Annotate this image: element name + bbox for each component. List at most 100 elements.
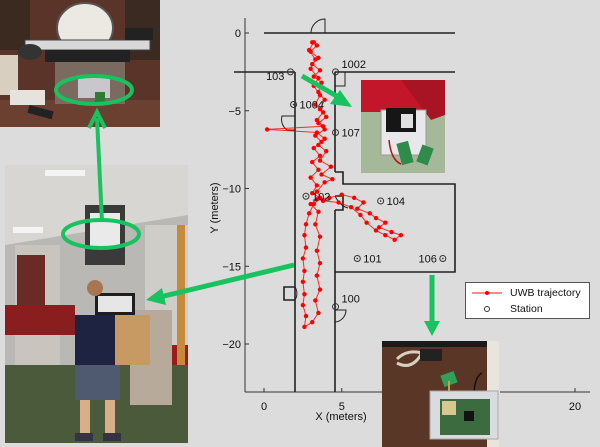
trajectory-point [314, 183, 320, 188]
trajectory-point [302, 232, 307, 238]
station-label-104: 104 [387, 196, 405, 208]
trajectory-point [314, 197, 320, 202]
station-marker [332, 303, 340, 311]
y-axis-label: Y (meters) [209, 182, 221, 233]
x-tick-label: 5 [339, 401, 345, 413]
trajectory-point [300, 256, 306, 261]
station-marker [286, 68, 294, 76]
floor-plan-walls [234, 18, 456, 392]
station-marker-dot [334, 71, 337, 73]
trajectory-point [317, 158, 323, 163]
station-marker [353, 254, 361, 262]
trajectory-point [328, 164, 334, 169]
operator-image [5, 165, 188, 443]
trajectory-point [367, 211, 372, 216]
trajectory-point [313, 222, 318, 227]
trajectory-point [310, 320, 315, 325]
highlight-ellipse-rig-hallway [61, 218, 141, 250]
station-marker-icon [484, 306, 490, 312]
highlight-ellipse-rig-top [54, 74, 134, 106]
station-label-1004: 1004 [300, 100, 324, 112]
trajectory-point [373, 228, 379, 233]
station-marker [332, 129, 340, 137]
trajectory-point [324, 114, 329, 120]
trajectory-point [319, 172, 324, 177]
station-marker-dot [289, 71, 292, 73]
trajectory-point [316, 142, 321, 148]
station-marker [332, 68, 340, 76]
station-label-106: 106 [418, 253, 436, 265]
station-marker [439, 254, 447, 262]
station-marker-dot [305, 195, 307, 198]
trajectory-point [300, 302, 306, 308]
arrow-to-station-photo [300, 73, 342, 101]
station-marker [377, 197, 385, 205]
x-tick-label: 0 [261, 401, 267, 413]
trajectory-point [317, 287, 323, 292]
trajectory-point [348, 204, 354, 210]
trajectory-point [320, 198, 326, 204]
trajectory-point [311, 40, 316, 45]
trajectory-point [339, 192, 344, 197]
station-label-107: 107 [342, 128, 360, 140]
photo-rig-top [0, 0, 160, 127]
arrow-rig-link-head [87, 107, 107, 129]
trajectory-point [358, 212, 363, 218]
trajectory-point [311, 74, 316, 79]
trajectory-point [314, 130, 320, 135]
trajectory-point [376, 225, 382, 230]
trajectory-point [311, 145, 316, 151]
photo-uwb-station [361, 80, 445, 173]
station-label-102: 102 [312, 191, 330, 203]
trajectory-point [389, 229, 394, 235]
arrow-to-operator-head [146, 288, 166, 305]
trajectory-marker-icon [472, 291, 502, 295]
trajectory-point [361, 200, 366, 205]
trajectory-point [317, 106, 323, 112]
trajectory-point [310, 61, 315, 67]
trajectory-point [314, 273, 320, 278]
trajectory-point [306, 211, 312, 216]
trajectory-point [316, 75, 321, 81]
trajectory-point [303, 313, 309, 319]
trajectory-point [392, 237, 397, 243]
y-tick-label: −5 [228, 106, 241, 118]
trajectory-point [313, 102, 318, 107]
y-tick-label: 0 [235, 28, 241, 40]
x-tick-label: 20 [569, 401, 581, 413]
trajectory-point [308, 66, 313, 71]
trajectory-point [316, 209, 321, 215]
station-marker-dot [442, 257, 444, 260]
trajectory-point [317, 234, 323, 239]
x-axis-label: X (meters) [315, 411, 366, 423]
trajectory-point [303, 222, 309, 227]
trajectory-point [383, 220, 388, 225]
trajectory-point [313, 298, 318, 303]
trajectory-point [264, 127, 270, 132]
trajectory-point [322, 180, 327, 185]
trajectory-point [320, 110, 326, 115]
photo-uwb-receiver [382, 341, 499, 447]
trajectory-point [383, 232, 388, 238]
station-marker-dot [334, 305, 337, 308]
trajectory-point [302, 324, 307, 330]
trajectory-point [316, 310, 321, 316]
rig-top-image [0, 0, 160, 127]
photo-operator-hallway [5, 165, 188, 443]
arrow-rig-link [95, 117, 104, 223]
legend-label-station: Station [510, 303, 543, 315]
trajectory-point [324, 148, 329, 154]
uwb-receiver-image [382, 341, 499, 447]
y-tick-label: −20 [222, 339, 241, 351]
trajectory-point [308, 201, 313, 207]
station-marker-dot [379, 200, 382, 202]
legend-item-trajectory: UWB trajectory [466, 285, 589, 301]
trajectory-point [317, 68, 323, 73]
trajectory-point [373, 215, 379, 221]
trajectory-point [336, 200, 341, 205]
trajectory-point [308, 175, 313, 180]
station-marker-dot [292, 103, 295, 106]
trajectory-point [302, 268, 307, 274]
trajectory-point [300, 279, 306, 284]
trajectory-point [310, 190, 315, 196]
